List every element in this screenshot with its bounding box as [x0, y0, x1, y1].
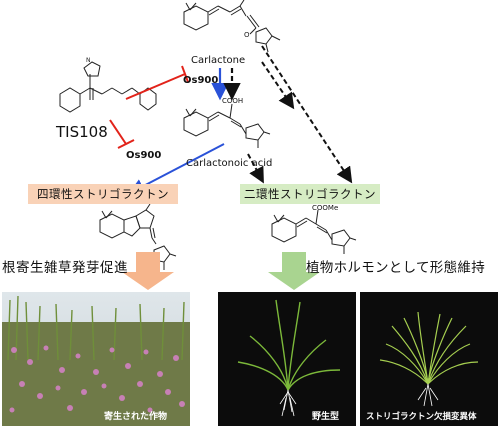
tis108-label: TIS108 — [56, 123, 108, 141]
orange-down-arrow — [122, 252, 174, 290]
inhibition-arrow-top — [125, 65, 189, 100]
coome-label: COOMe — [312, 204, 339, 212]
os900-label-bottom: Os900 — [126, 150, 162, 161]
bicyclic-sl-structure — [271, 209, 357, 254]
os900-label-top: Os900 — [183, 75, 219, 86]
carlactonoic-acid-structure — [183, 103, 271, 148]
carlactonoic-acid-label: Carlactonoic acid — [186, 158, 273, 169]
o-atom-label: O — [244, 31, 250, 39]
dashed-arrow-mid — [261, 61, 295, 110]
bicyclic-strigolactone-box: 二環性ストリゴラクトン — [240, 184, 380, 204]
wild-type-photo — [218, 292, 356, 426]
dashed-arrow-carlactone-to-bicyclic — [261, 45, 353, 184]
tetracyclic-strigolactone-box: 四環性ストリゴラクトン — [28, 184, 178, 204]
inhibition-arrow-bottom — [109, 119, 135, 149]
mutant-label: ストリゴラクトン欠損変異体 — [366, 412, 477, 422]
field-photo-label: 寄生された作物 — [104, 412, 168, 422]
dashed-arrow-acid-to-bicyclic — [247, 153, 264, 184]
carlactone-structure — [183, 0, 281, 53]
tis108-structure — [59, 61, 157, 113]
germination-caption: 根寄生雑草発芽促進 — [2, 260, 128, 276]
triazole-n-label: N — [86, 57, 91, 64]
hormone-caption: 植物ホルモンとして形態維持 — [306, 260, 485, 276]
mutant-photo — [360, 292, 498, 426]
cooh-label: COOH — [222, 97, 243, 105]
parasitized-crop-photo — [2, 292, 190, 426]
wild-type-label: 野生型 — [312, 412, 340, 422]
green-down-arrow — [268, 252, 320, 290]
carlactone-label: Carlactone — [191, 55, 246, 66]
